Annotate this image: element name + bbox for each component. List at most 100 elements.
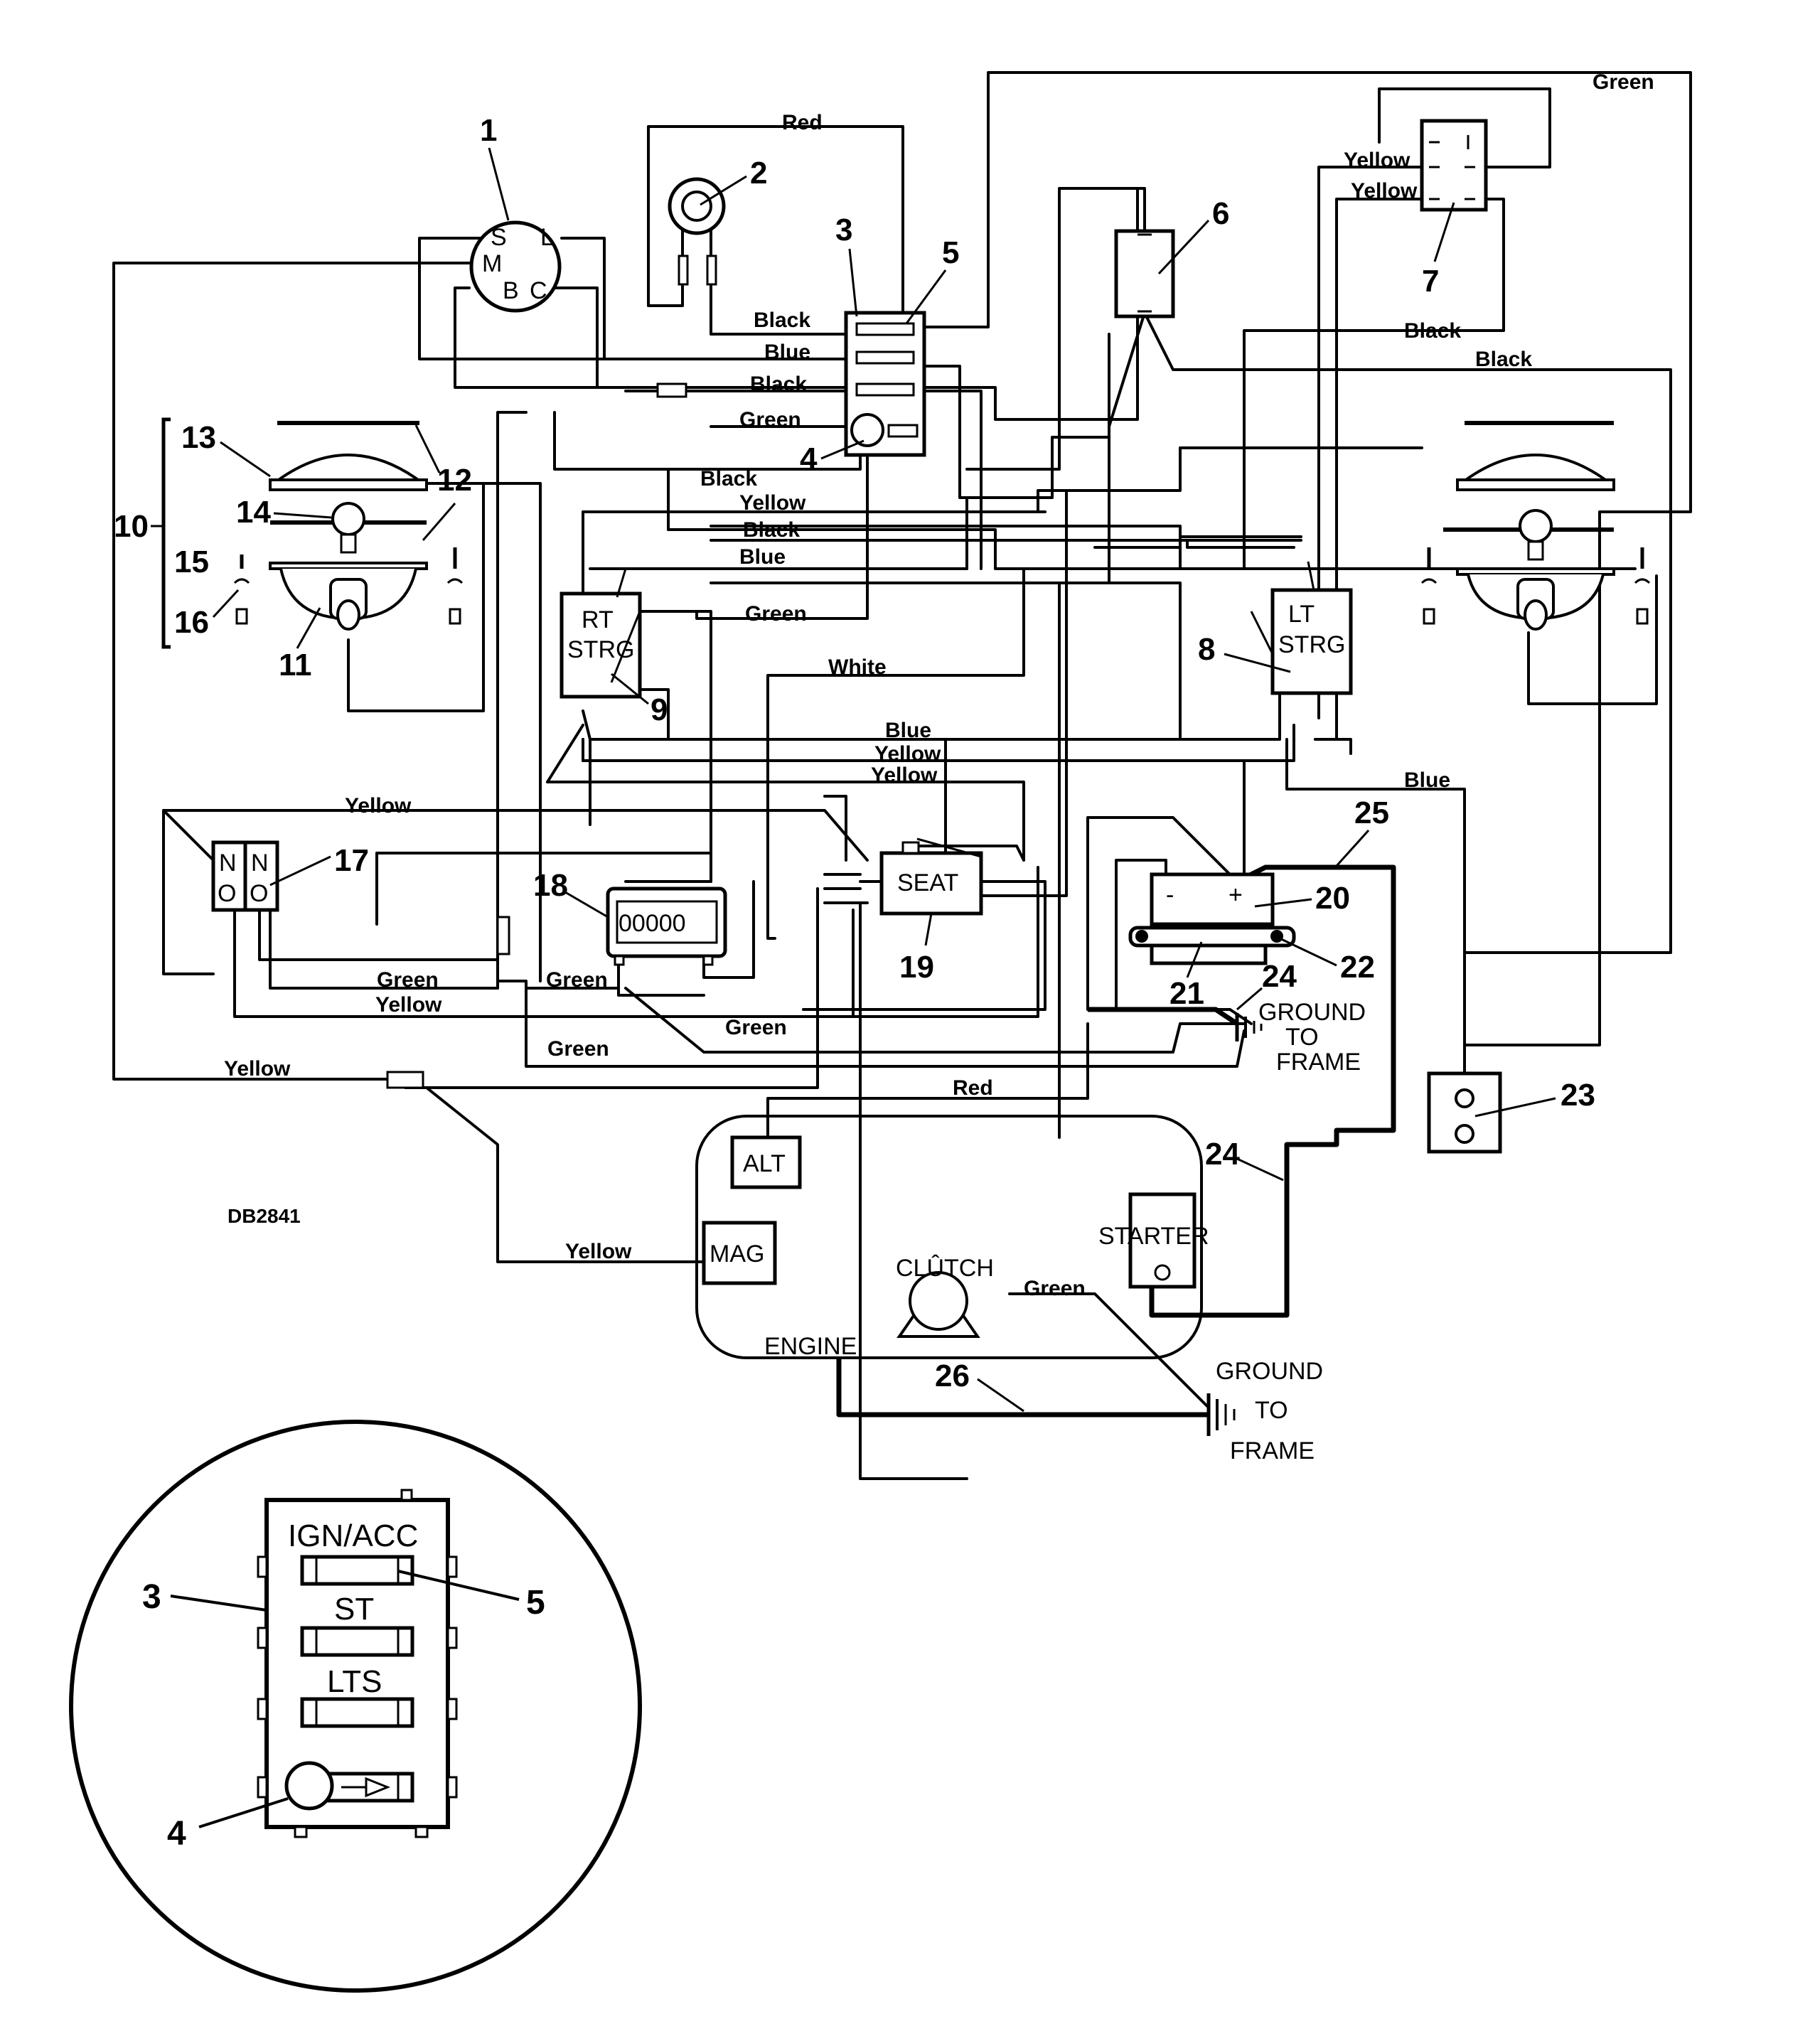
- callout-24: 24: [1205, 1137, 1240, 1172]
- callout-25: 25: [1354, 795, 1389, 830]
- wire-label-red: Red: [782, 111, 823, 134]
- wire-label-green: Green: [377, 968, 439, 992]
- heavy-cables: [836, 864, 1396, 1418]
- callout-16: 16: [174, 605, 209, 640]
- fuse-st: [300, 1626, 414, 1657]
- magneto: [702, 1221, 777, 1285]
- ground-2-text: GROUND: [1216, 1358, 1323, 1385]
- fuse-block: [844, 311, 926, 457]
- inline-connector: [496, 916, 510, 955]
- to-2-text: TO: [1255, 1397, 1288, 1424]
- hour-meter: 00000: [606, 886, 727, 966]
- inset-circuit-breaker: [284, 1761, 334, 1811]
- callout-18: 18: [533, 868, 568, 903]
- wire-label-yellow: Yellow: [874, 742, 941, 766]
- callout-4: 4: [800, 441, 818, 476]
- callout-20: 20: [1315, 881, 1350, 916]
- wire-label-yellow: Yellow: [375, 993, 442, 1017]
- no-switch-n1: N: [219, 850, 237, 877]
- no-switch-o1: O: [218, 880, 236, 907]
- mag-label: MAG: [710, 1241, 764, 1268]
- callout-21: 21: [1169, 976, 1204, 1011]
- wire-label-black: Black: [743, 518, 800, 542]
- clutch-label: CLÛTCH: [896, 1255, 994, 1282]
- wire-label-green: Green: [739, 408, 801, 432]
- wire-label-yellow: Yellow: [1344, 149, 1410, 172]
- callout-15: 15: [174, 545, 209, 579]
- seat-label: SEAT: [897, 869, 958, 896]
- wire-label-blue: Blue: [764, 341, 810, 364]
- yellow-wire-mag: [425, 1086, 705, 1263]
- red-wire-alt: [766, 1022, 1089, 1139]
- callout-13: 13: [181, 420, 216, 455]
- callout-26: 26: [935, 1359, 970, 1393]
- wire-label-yellow: Yellow: [1351, 179, 1418, 203]
- inset-ign-acc: IGN/ACC: [288, 1518, 418, 1553]
- left-headlight-assembly: [161, 417, 464, 649]
- callout-2: 2: [750, 156, 767, 191]
- inset-st: ST: [334, 1592, 374, 1627]
- right-headlight-assembly: [1420, 421, 1651, 631]
- callout-12: 12: [437, 463, 472, 498]
- green-wire-17: [269, 909, 499, 990]
- yellow-wire-17: [162, 809, 215, 975]
- callout-5: 5: [942, 235, 959, 270]
- wire-label-green: Green: [1592, 70, 1654, 94]
- battery-pos: +: [1228, 882, 1243, 909]
- wire-label-blue: Blue: [739, 545, 786, 569]
- wire-label-white: White: [828, 655, 887, 679]
- seat-switch: SEAT: [879, 837, 983, 916]
- callout-10: 10: [114, 509, 149, 544]
- no-switch-n2: N: [251, 850, 269, 877]
- alternator: [730, 1135, 802, 1189]
- no-switch-o2: O: [250, 880, 268, 907]
- inset-callout-5: 5: [526, 1584, 545, 1622]
- yellow-wire-long-2: [546, 781, 1025, 862]
- wire-label-yellow: Yellow: [224, 1057, 291, 1081]
- ground-1-text: GROUND: [1258, 999, 1366, 1026]
- hour-meter-digits: 00000: [619, 910, 686, 937]
- cable-26: [836, 1358, 1209, 1418]
- alt-label: ALT: [743, 1150, 786, 1177]
- diagram-id: DB2841: [228, 1205, 301, 1227]
- ground-symbol-1: [1235, 1013, 1263, 1041]
- yellow-wire-long: [582, 724, 1295, 762]
- green-wire-18: [624, 987, 1246, 1054]
- inset-callout-3: 3: [142, 1578, 161, 1616]
- wire-label-blue: Blue: [1404, 768, 1450, 792]
- callout-1: 1: [480, 113, 497, 148]
- ignition-switch: S L M B C: [469, 220, 562, 313]
- lt-steering-switch: LT STRG: [1250, 561, 1353, 695]
- lt-strg-label-1: LT: [1288, 601, 1315, 628]
- wire-label-green: Green: [745, 602, 807, 626]
- green-wire-bottom: [525, 1029, 1246, 1068]
- wire-label-black: Black: [1475, 348, 1532, 371]
- ign-s-label: S: [491, 224, 507, 251]
- inset-lts: LTS: [327, 1664, 382, 1699]
- wire-label-yellow: Yellow: [565, 1240, 632, 1263]
- wire-harness: [112, 71, 1692, 1480]
- lt-strg-label-2: STRG: [1278, 631, 1345, 658]
- ground-symbol-2: [1206, 1393, 1236, 1436]
- ground-labels: GROUND TO FRAME GROUND TO FRAME: [1216, 999, 1366, 1464]
- rt-steering-switch: RT STRG: [560, 568, 642, 699]
- engine: ALT MAG STARTER CLÛTCH ENGINE: [695, 1115, 1209, 1360]
- toggle-switch: [1420, 119, 1488, 212]
- fuse-ign-acc: [300, 1555, 414, 1586]
- battery-holddown: [1128, 926, 1296, 948]
- callout-14: 14: [236, 495, 271, 530]
- inline-connector: [386, 1071, 424, 1089]
- wire-label-green: Green: [546, 968, 608, 992]
- green-wire-top: [916, 71, 1692, 1110]
- callout-19: 19: [899, 950, 934, 985]
- rt-strg-label-2: STRG: [567, 636, 634, 663]
- starter-label: STARTER: [1098, 1223, 1209, 1250]
- ign-c-label: C: [530, 277, 547, 304]
- red-wire-top: [647, 125, 904, 314]
- wire-label-red: Red: [953, 1076, 993, 1100]
- ign-b-label: B: [503, 277, 519, 304]
- no-switch-pair: N N O O: [211, 840, 279, 912]
- callout-7: 7: [1422, 264, 1439, 299]
- callout-22: 22: [1340, 950, 1375, 985]
- ign-m-label: M: [482, 250, 502, 277]
